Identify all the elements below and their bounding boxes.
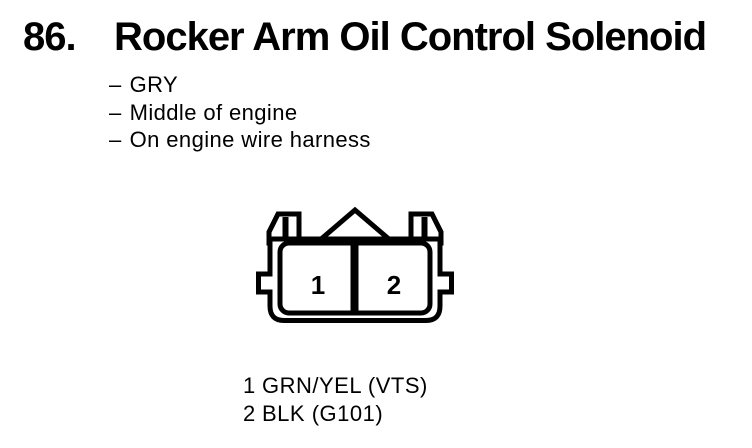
- dash-bullet: –: [109, 72, 122, 97]
- detail-item-harness: – On engine wire harness: [109, 126, 371, 154]
- dash-bullet: –: [109, 99, 122, 125]
- connector-pin-1-number: 1: [311, 270, 325, 300]
- detail-item-label: GRY: [129, 72, 179, 97]
- dash-bullet: –: [109, 127, 122, 152]
- detail-item-label: Middle of engine: [129, 99, 298, 125]
- legend-pin-number: 1: [243, 373, 256, 398]
- pin-legend: 1 GRN/YEL (VTS) 2 BLK (G101): [243, 372, 428, 428]
- connector-diagram: 1 2: [252, 202, 458, 328]
- legend-wire-label: GRN/YEL (VTS): [262, 373, 428, 398]
- page-title: Rocker Arm Oil Control Solenoid: [114, 15, 707, 59]
- detail-item-location: – Middle of engine: [109, 99, 371, 127]
- connector-pin-2-number: 2: [387, 270, 401, 300]
- legend-row-pin-1: 1 GRN/YEL (VTS): [243, 372, 428, 400]
- legend-row-pin-2: 2 BLK (G101): [243, 400, 428, 428]
- detail-item-label: On engine wire harness: [129, 127, 371, 152]
- component-details-list: – GRY – Middle of engine – On engine wir…: [109, 71, 371, 154]
- connector-latch-triangle: [313, 206, 397, 243]
- legend-wire-label: BLK (G101): [262, 401, 384, 426]
- legend-pin-number: 2: [243, 401, 256, 426]
- detail-item-color: – GRY: [109, 71, 371, 99]
- item-number: 86.: [23, 15, 77, 59]
